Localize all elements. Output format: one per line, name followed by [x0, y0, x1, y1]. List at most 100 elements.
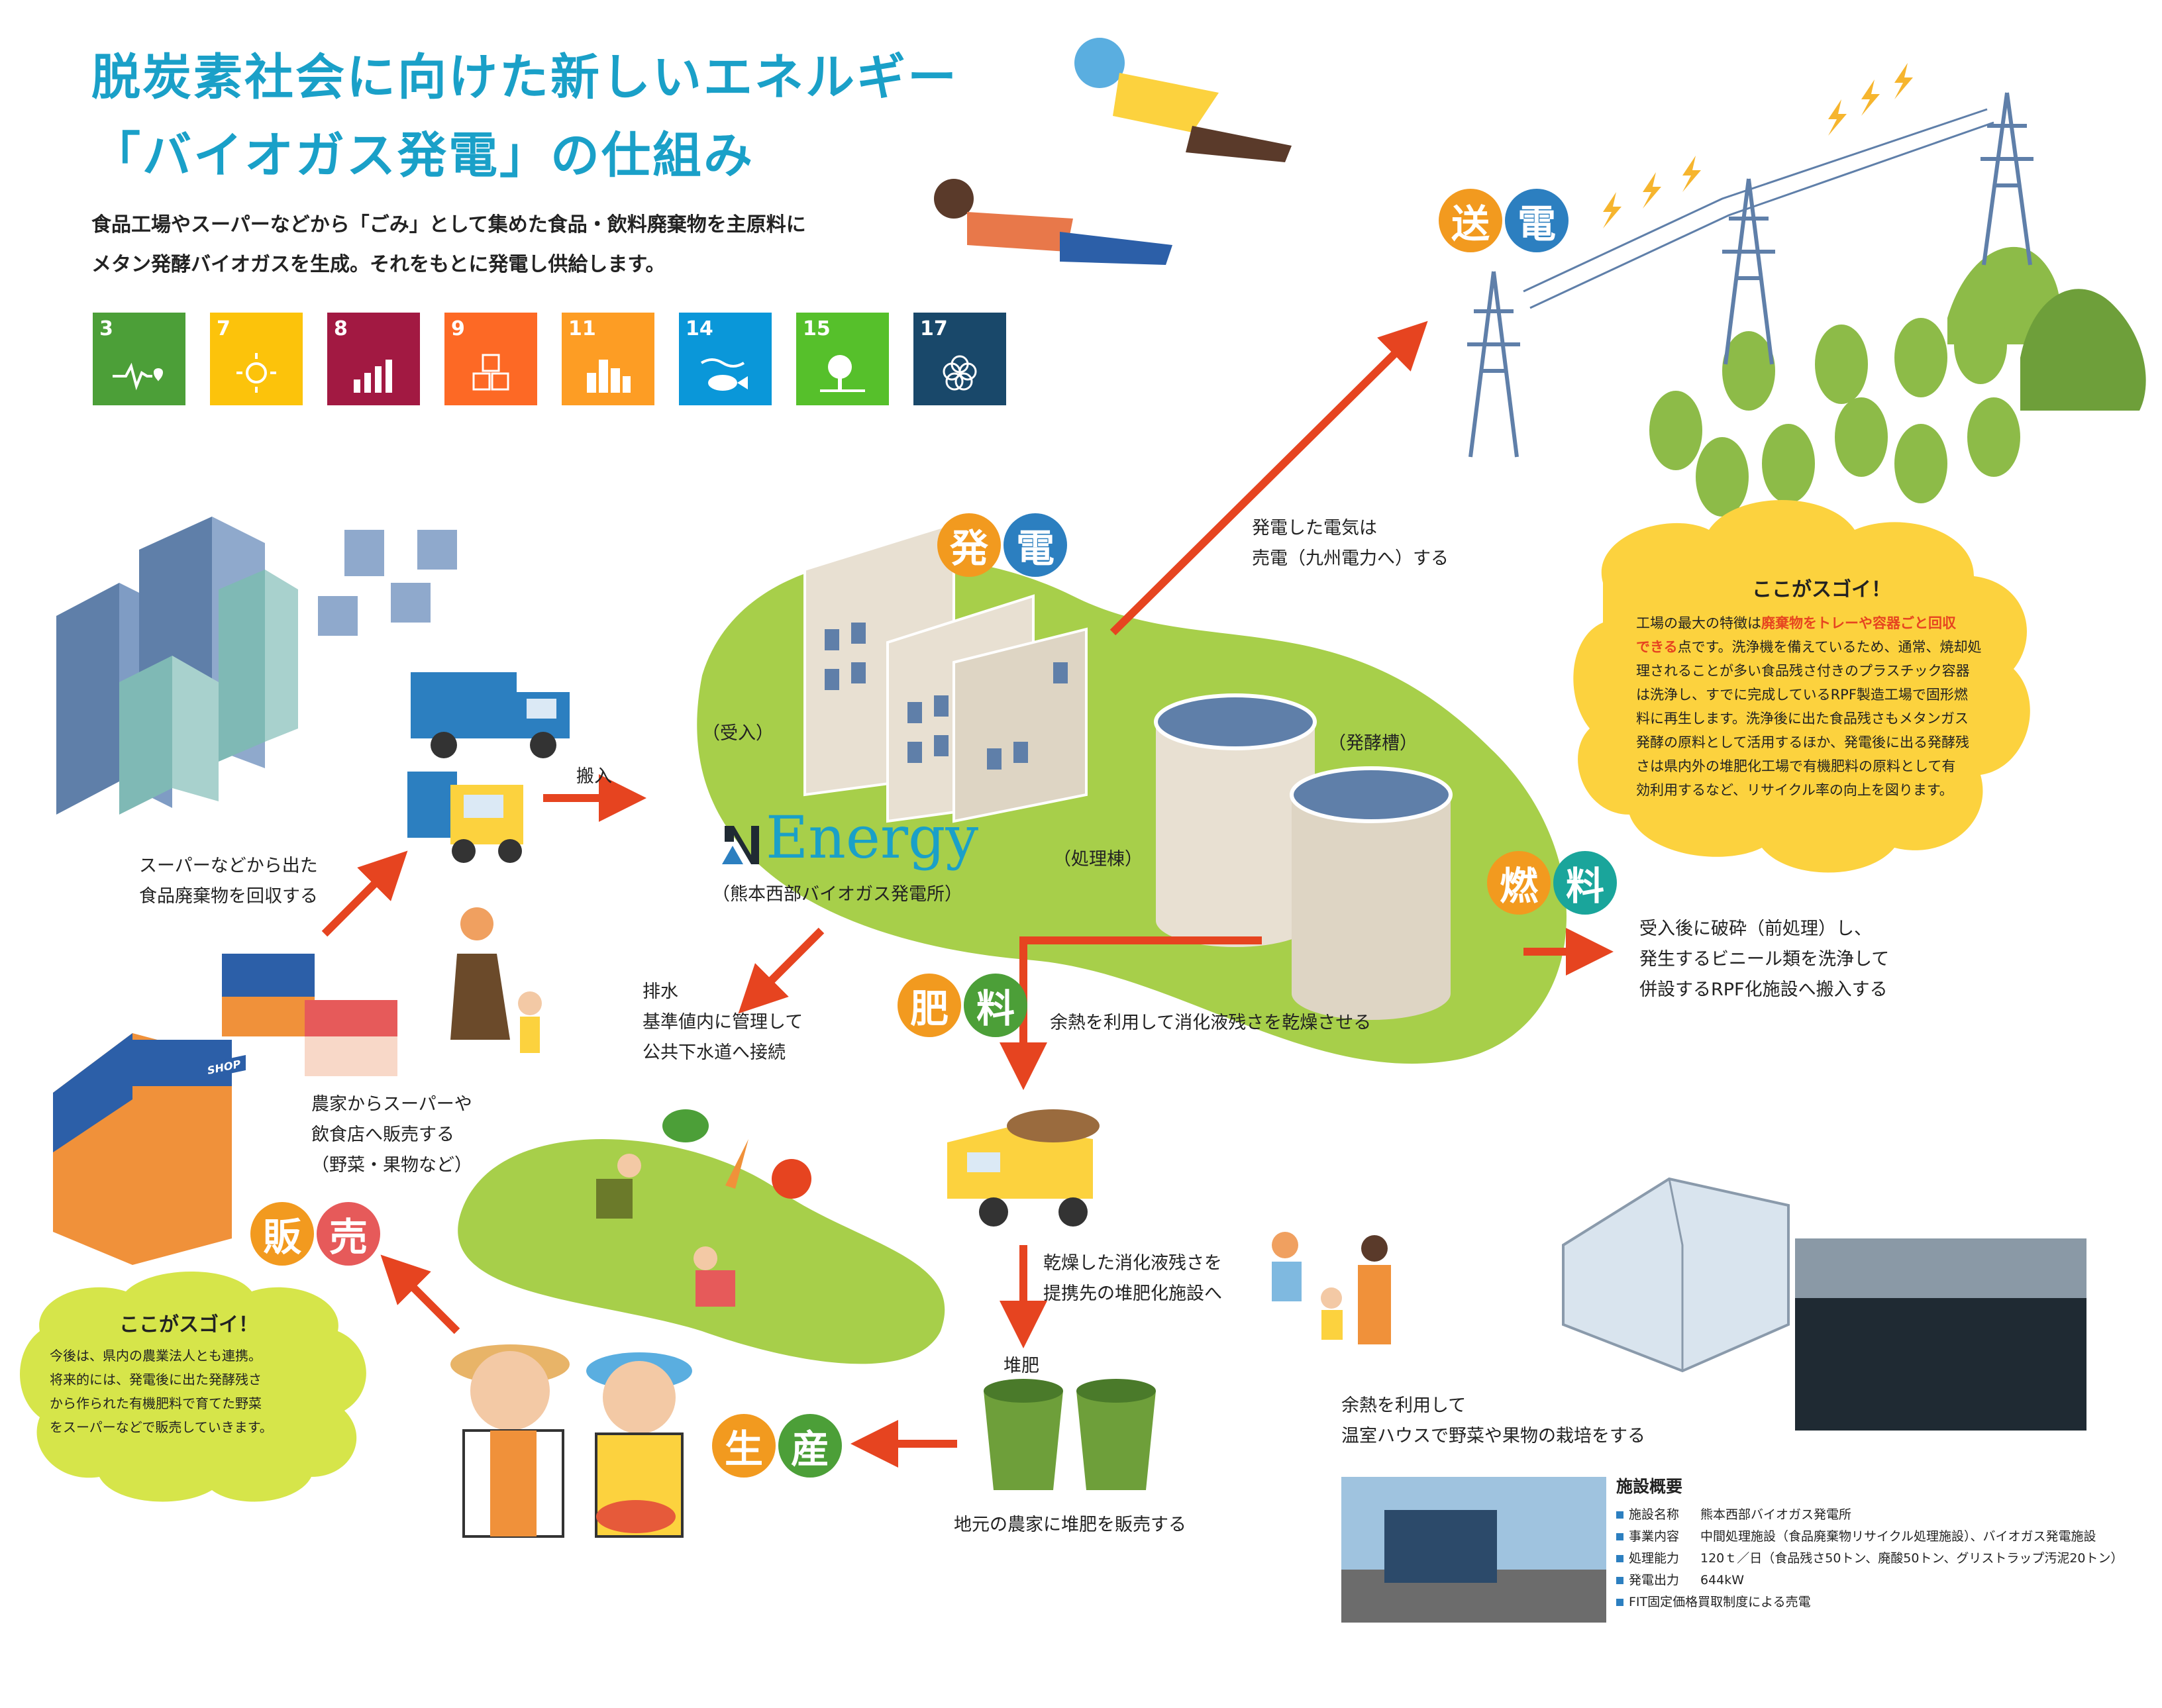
note-text: から作られた有機肥料で育てた野菜 [50, 1395, 262, 1411]
spec-key: 処理能力 [1629, 1551, 1680, 1566]
spec-row: 事業内容中間処理施設（食品廃棄物リサイクル処理施設）、バイオガス発電施設 [1616, 1526, 2146, 1548]
caption-greenhouse: 余熱を利用して 温室ハウスで野菜や果物の栽培をする [1341, 1391, 1645, 1452]
transmission-towers [1467, 92, 2033, 458]
sdg-number: 3 [99, 317, 113, 340]
family-walking [1272, 1232, 1391, 1344]
intro-text: 食品工場やスーパーなどから「ごみ」として集めた食品・飲料廃棄物を主原料に メタン… [91, 205, 806, 285]
caption-line: 売電（九州電力へ）する [1252, 548, 1449, 569]
badge-char: 燃 [1487, 851, 1551, 915]
cubes-icon [472, 354, 509, 391]
vegetables [662, 1109, 811, 1199]
sdg-number: 14 [686, 317, 713, 340]
city-icon [587, 360, 631, 393]
caption-fertilizer: 余熱を利用して消化液残さを乾燥させる [1050, 1013, 1372, 1033]
badge-char: 発 [937, 513, 1001, 577]
city-buildings [56, 517, 457, 815]
note-text: 工場の最大の特徴は [1636, 615, 1761, 631]
caption-compost: 堆肥 [1004, 1356, 1039, 1376]
sun-icon [236, 353, 276, 393]
label-shoritou: （処理棟） [1053, 849, 1143, 870]
page-title: 脱炭素社会に向けた新しいエネルギー 「バイオガス発電」の仕組み [91, 38, 958, 195]
greenhouse-illustration [1562, 1177, 1790, 1373]
processing-building [803, 521, 1088, 823]
spec-value: 644kW [1700, 1573, 1745, 1587]
caption-electricity: 発電した電気は 売電（九州電力へ）する [1252, 513, 1449, 574]
lightning-bolts [1603, 63, 1913, 228]
caption-line: 乾燥した消化液残さを [1043, 1253, 1222, 1274]
farmers-in-field [596, 1154, 735, 1307]
sdg-number: 7 [217, 317, 231, 340]
flying-people [934, 38, 1292, 265]
caption-line: 基準値内に管理して [643, 1012, 803, 1032]
sdg-7-tile: 7 [210, 313, 303, 405]
sdg-number: 17 [920, 317, 948, 340]
note-left: ここがスゴイ！ 今後は、県内の農業法人とも連携。 将来的には、発電後に出た発酵残… [50, 1308, 328, 1439]
intro-line1: 食品工場やスーパーなどから「ごみ」として集めた食品・飲料廃棄物を主原料に [91, 213, 806, 236]
caption-dried: 乾燥した消化液残さを 提携先の堆肥化施設へ [1043, 1248, 1222, 1309]
caption-farm-sale: 農家からスーパーや 飲食店へ販売する （野菜・果物など） [311, 1089, 472, 1181]
logo-mark-icon [722, 826, 759, 864]
caption-line: 食品廃棄物を回収する [139, 886, 318, 907]
flow-arrows [321, 321, 1614, 1468]
badge-hiryo: 肥 料 [898, 974, 1027, 1037]
sdg-number: 11 [568, 317, 596, 340]
badge-char: 販 [250, 1202, 314, 1266]
spec-key: 発電出力 [1629, 1573, 1680, 1587]
sdg-9-tile: 9 [444, 313, 537, 405]
note-text: 点です。洗浄機を備えているため、通常、焼却処 [1677, 639, 1982, 655]
note-text: 将来的には、発電後に出た発酵残さ [50, 1372, 262, 1387]
note-text: をスーパーなどで販売していきます。 [50, 1419, 273, 1435]
caption-line: 併設するRPF化施設へ搬入する [1639, 980, 1888, 1000]
badge-char: 料 [964, 974, 1027, 1037]
intro-line2: メタン発酵バイオガスを生成。それをもとに発電し供給します。 [91, 253, 666, 276]
note-text: 効利用するなど、リサイクル率の向上を図ります。 [1636, 782, 1953, 798]
page-title-line2: 「バイオガス発電」の仕組み [91, 127, 754, 184]
spec-row: 処理能力 120ｔ／日（食品残さ50トン、廃酸50トン、グリストラップ汚泥20トン… [1616, 1548, 2146, 1570]
badge-char: 電 [1004, 513, 1067, 577]
facility-heading: 施設概要 [1616, 1477, 1683, 1496]
badge-char: 肥 [898, 974, 961, 1037]
page-title-line1: 脱炭素社会に向けた新しいエネルギー [91, 49, 958, 106]
spec-value: 熊本西部バイオガス発電所 [1700, 1507, 1852, 1522]
sdg-number: 8 [334, 317, 348, 340]
caption-line: スーパーなどから出た [139, 856, 318, 876]
badge-seisan: 生 産 [712, 1414, 842, 1478]
spec-row: 発電出力 644kW [1616, 1570, 2146, 1591]
note-text: は洗浄し、すでに完成しているRPF製造工場で固形燃 [1636, 687, 1968, 703]
badge-soden: 送 電 [1439, 189, 1569, 252]
caption-drainage: 排水 基準値内に管理して 公共下水道へ接続 [643, 977, 803, 1068]
truck-bottom [407, 772, 523, 863]
shop-buildings [53, 954, 397, 1265]
sdg-15-tile: 15 [796, 313, 889, 405]
note-body: 工場の最大の特徴は廃棄物をトレーや容器ごと回収 できる点です。洗浄機を備えている… [1636, 611, 2007, 802]
mountains-trees [1649, 246, 2146, 517]
label-hakkoso: （発酵槽） [1328, 733, 1417, 754]
sdg-8-tile: 8 [327, 313, 420, 405]
badge-char: 産 [778, 1414, 842, 1478]
spec-value: FIT固定価格買取制度による売電 [1629, 1595, 1811, 1609]
farmer-couple [450, 1344, 692, 1538]
label-ukeire: （受入） [702, 723, 774, 744]
heartbeat-icon [113, 362, 163, 391]
caption-line: 温室ハウスで野菜や果物の栽培をする [1341, 1426, 1645, 1446]
caption-line: 提携先の堆肥化施設へ [1043, 1283, 1222, 1304]
facility-specs: 施設名称熊本西部バイオガス発電所 事業内容中間処理施設（食品廃棄物リサイクル処理… [1616, 1504, 2146, 1613]
growth-chart-icon [354, 360, 392, 393]
caption-compost-sale: 地元の農家に堆肥を販売する [954, 1515, 1186, 1535]
spec-row: FIT固定価格買取制度による売電 [1616, 1591, 2146, 1613]
caption-line: 発電した電気は [1252, 518, 1377, 538]
spec-value: 120ｔ／日（食品残さ50トン、廃酸50トン、グリストラップ汚泥20トン） [1700, 1551, 2124, 1566]
caption-line: 農家からスーパーや [311, 1094, 472, 1115]
caption-line: 余熱を利用して [1341, 1395, 1467, 1416]
badge-char: 電 [1505, 189, 1569, 252]
badge-hanbai: 販 売 [250, 1202, 380, 1266]
caption-line: 飲食店へ販売する [311, 1125, 454, 1145]
caption-line: （野菜・果物など） [311, 1155, 472, 1176]
note-text: 発酵の原料として活用するほか、発電後に出る発酵残 [1636, 734, 1969, 750]
note-text: 理されることが多い食品残さ付きのプラスチック容器 [1636, 663, 1970, 679]
fermentation-tanks [1154, 693, 1453, 1020]
badge-char: 生 [712, 1414, 776, 1478]
truck-top [411, 672, 570, 758]
badge-char: 料 [1553, 851, 1617, 915]
